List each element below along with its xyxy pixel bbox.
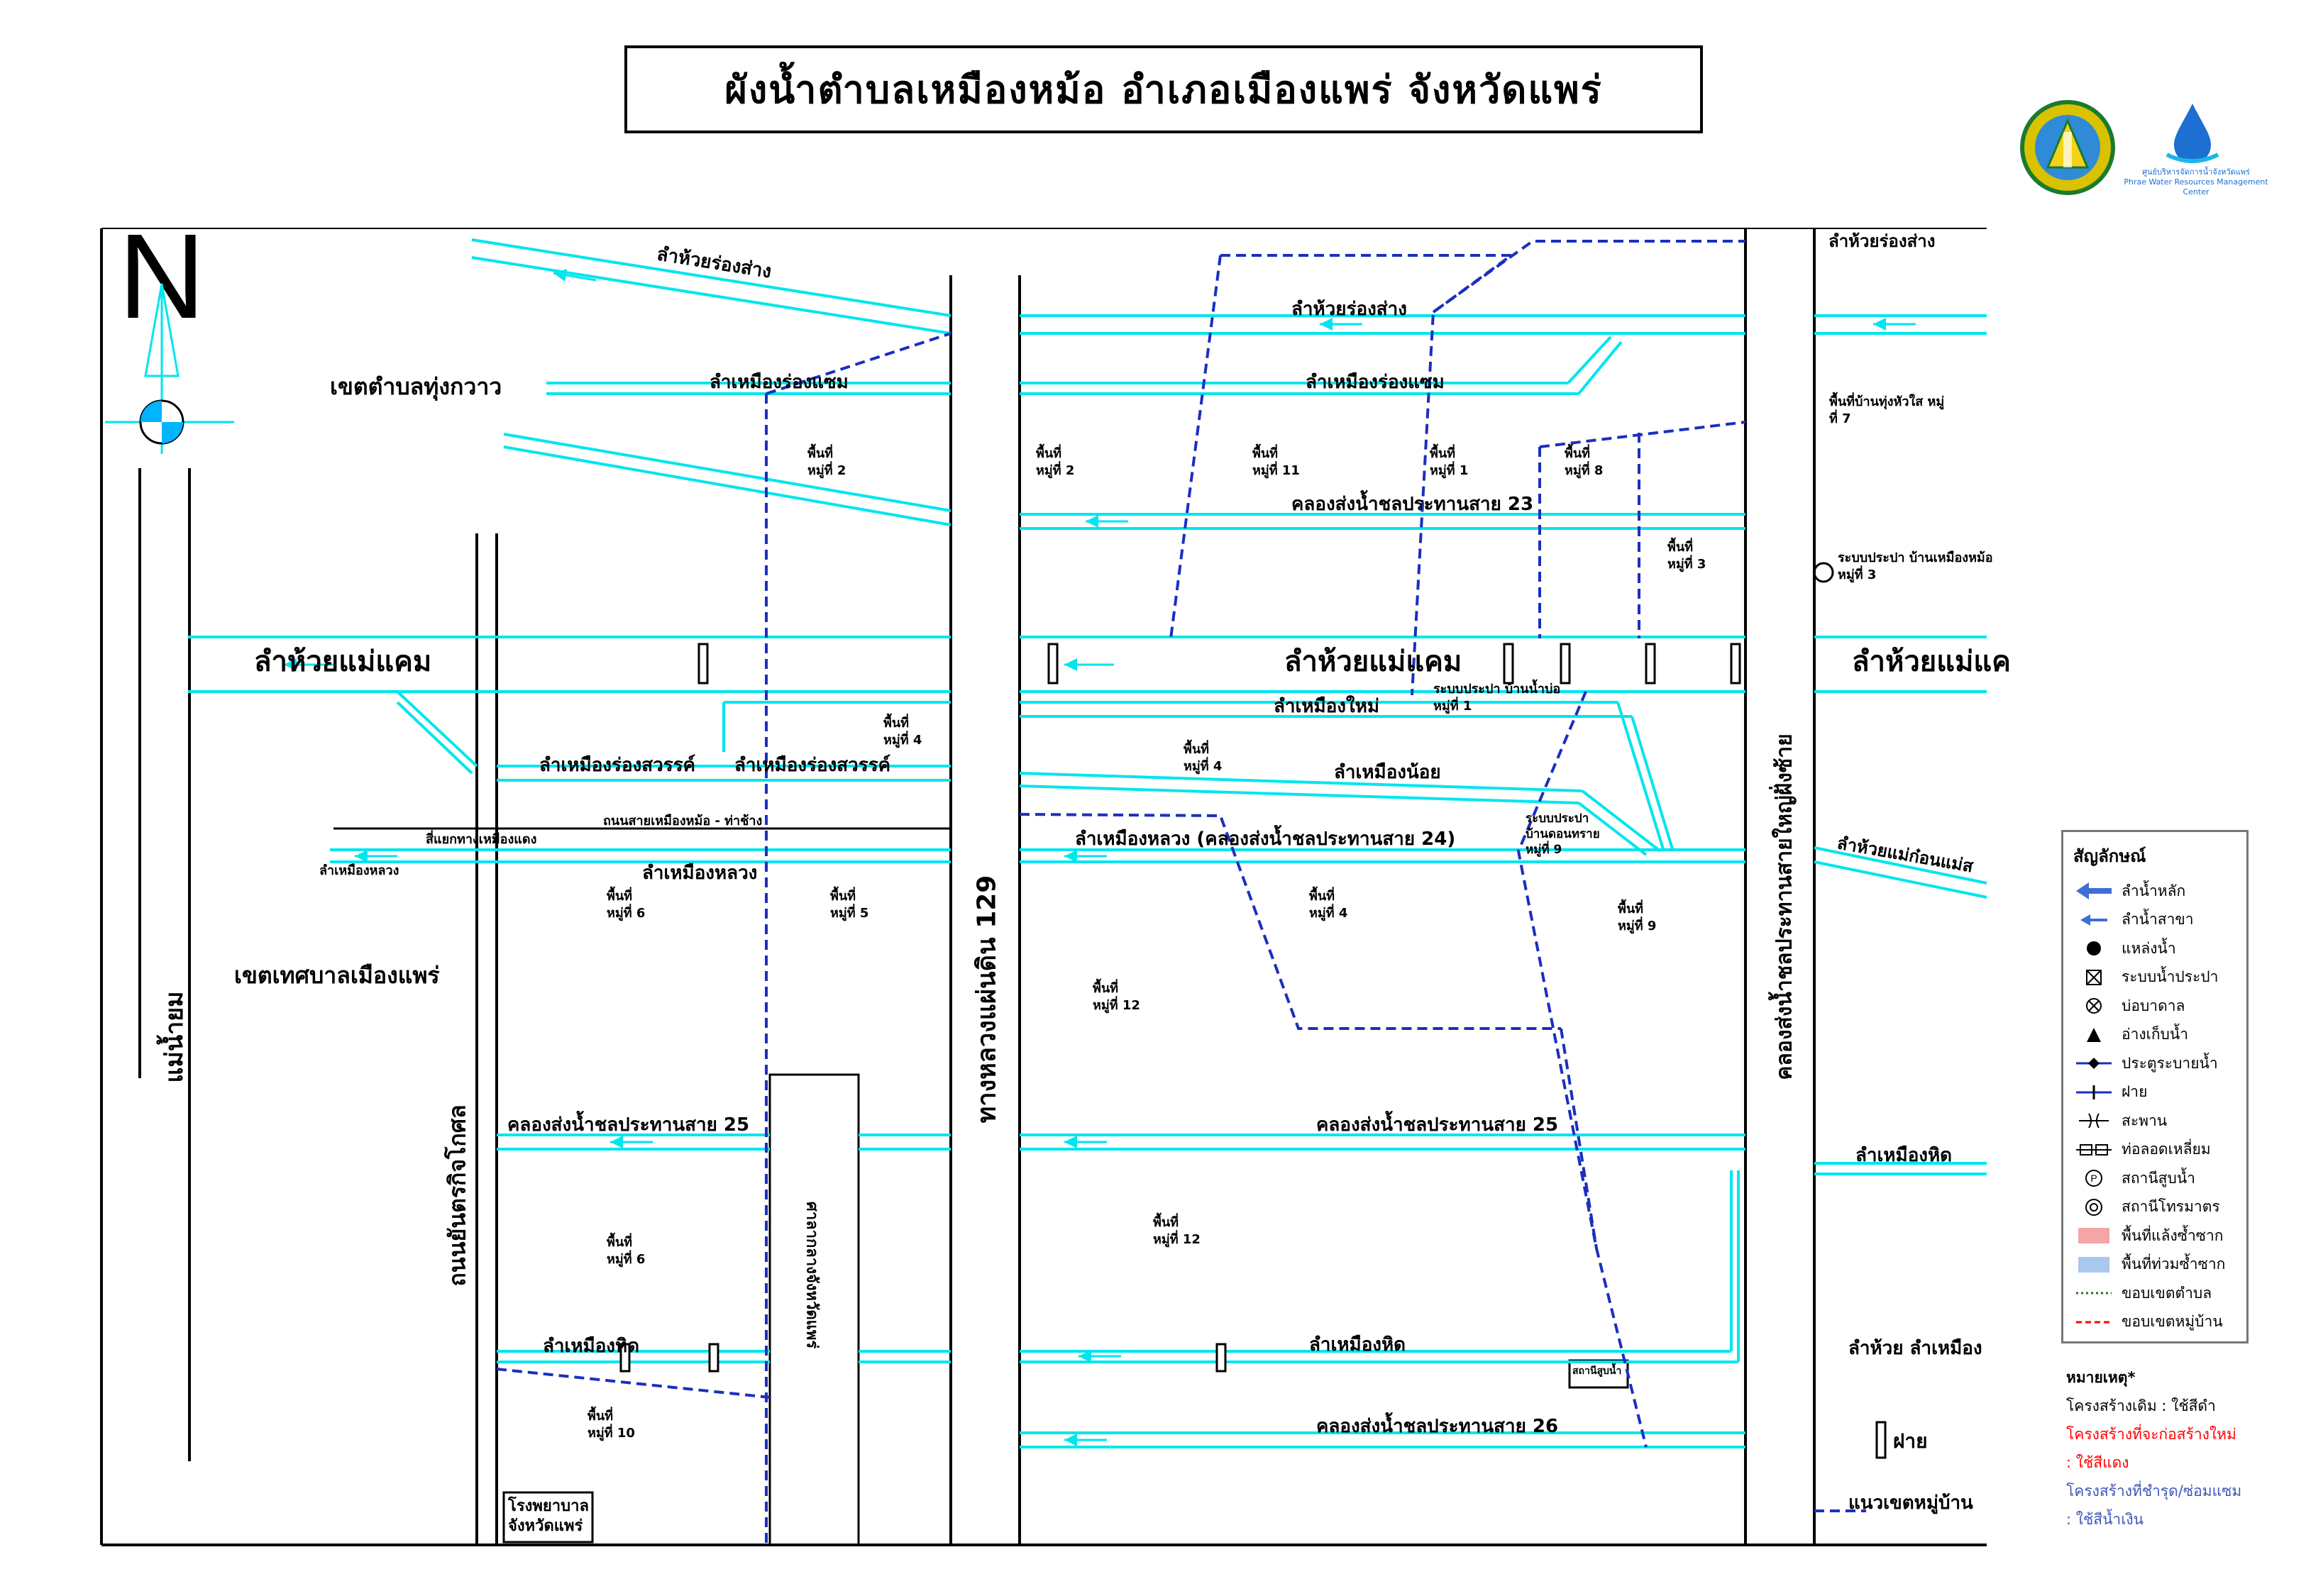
notes-line: โครงสร้างเดิม : ใช้สีดำ (2066, 1397, 2216, 1414)
water-center-caption: ศูนย์บริหารจัดการน้ำจังหวัดแพร่ Phrae Wa… (2124, 167, 2268, 196)
notes-line: โครงสร้างที่ชำรุด/ซ่อมแซม (2066, 1483, 2242, 1500)
weir-icon (2073, 1082, 2114, 1103)
svg-text:P: P (2090, 1173, 2097, 1184)
legend-item: สถานีโทรมาตร (2073, 1193, 2236, 1222)
legend-item: ประตูระบายน้ำ (2073, 1049, 2236, 1078)
legend-item: พื้นที่ท่วมซ้ำซาก (2073, 1251, 2236, 1280)
arrow-branch-icon (2073, 909, 2114, 931)
village-boundaries (496, 240, 1866, 1545)
arrow-main-icon (2073, 880, 2114, 902)
flow-arrows (284, 269, 1916, 1446)
boxed-x-icon (2073, 967, 2114, 988)
telemetry-icon (2073, 1197, 2114, 1218)
province-seal-logo (2020, 100, 2115, 195)
dot-icon (2073, 938, 2114, 959)
circle-x-icon (2073, 995, 2114, 1016)
pump-station-icon: P (2073, 1168, 2114, 1189)
legend-item: ขอบเขตตำบล (2073, 1279, 2236, 1308)
roads (138, 228, 1834, 1546)
legend-title: สัญลักษณ์ (2073, 846, 2146, 866)
culvert-icon (2073, 1139, 2114, 1160)
flood-swatch-icon (2073, 1254, 2114, 1275)
notes-line: : ใช้สีน้ำเงิน (2066, 1511, 2144, 1528)
map-frame (100, 228, 1987, 1546)
legend-item: อ่างเก็บน้ำ (2073, 1021, 2236, 1050)
drought-swatch-icon (2073, 1225, 2114, 1246)
legend-item: แหล่งน้ำ (2073, 934, 2236, 963)
legend-item: ฝาย (2073, 1078, 2236, 1107)
notes-line: : ใช้สีแดง (2066, 1454, 2129, 1471)
weirs (619, 643, 1887, 1459)
map-legend: สัญลักษณ์ ลำน้ำหลัก ลำน้ำสาขา แหล่งน้ำ ร… (2061, 830, 2249, 1343)
dashed-red-line-icon (2073, 1312, 2114, 1333)
legend-item: ลำน้ำสาขา (2073, 906, 2236, 935)
water-center-logo (2166, 104, 2219, 163)
bridge-icon (2073, 1110, 2114, 1131)
map-title-box: ผังน้ำตำบลเหมืองหม้อ อำเภอเมืองแพร่ จังห… (624, 45, 1703, 133)
north-arrow: N (105, 209, 234, 454)
legend-item: พื้นที่แล้งซ้ำซาก (2073, 1221, 2236, 1251)
triangle-icon (2073, 1024, 2114, 1046)
notes-line: โครงสร้างที่จะก่อสร้างใหม่ (2066, 1426, 2236, 1443)
gate-icon (2073, 1053, 2114, 1074)
legend-item: P สถานีสูบน้ำ (2073, 1164, 2236, 1193)
map-title: ผังน้ำตำบลเหมืองหม้อ อำเภอเมืองแพร่ จังห… (724, 67, 1603, 112)
legend-item: ระบบน้ำประปา (2073, 963, 2236, 992)
dotted-green-line-icon (2073, 1282, 2114, 1304)
legend-item: ขอบเขตหมู่บ้าน (2073, 1308, 2236, 1337)
notes-heading: หมายเหตุ* (2066, 1369, 2136, 1386)
map-notes: หมายเหตุ* โครงสร้างเดิม : ใช้สีดำ โครงสร… (2066, 1363, 2293, 1534)
legend-item: สะพาน (2073, 1107, 2236, 1136)
legend-item: บ่อบาดาล (2073, 992, 2236, 1021)
legend-item: ท่อลอดเหลี่ยม (2073, 1136, 2236, 1165)
water-channels (188, 238, 1987, 1448)
legend-item: ลำน้ำหลัก (2073, 877, 2236, 906)
